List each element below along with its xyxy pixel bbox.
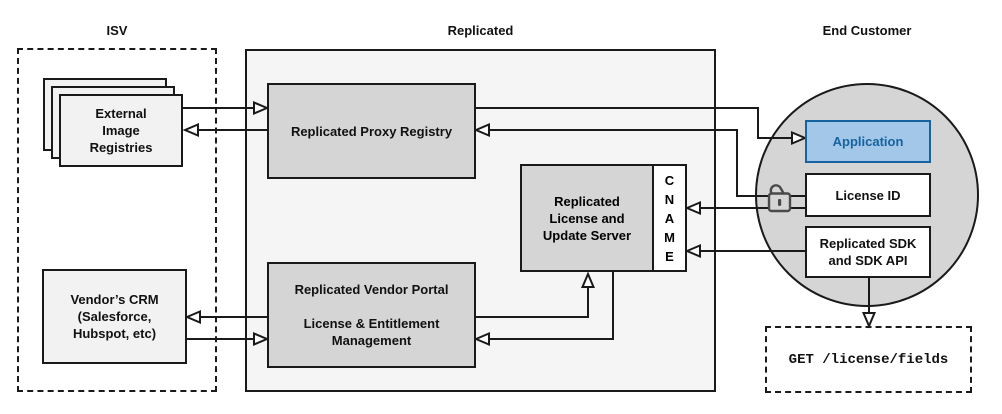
- get-license-fields-box: GET /license/fields: [765, 326, 972, 393]
- isv-zone-heading: ISV: [106, 23, 128, 38]
- license-id-box: License ID: [805, 173, 931, 217]
- cname-strip: C N A M E: [652, 166, 685, 270]
- external-image-registries-box: External Image Registries: [59, 94, 183, 167]
- edge-portal-to-crm: [184, 309, 267, 325]
- unlock-icon: [767, 184, 792, 213]
- edge-proxy-to-application: [476, 107, 808, 146]
- edge-sdk-to-cname: [684, 243, 805, 259]
- end-customer-zone-heading: End Customer: [822, 23, 912, 38]
- replicated-sdk-label: Replicated SDK and SDK API: [819, 236, 917, 268]
- edge-crm-to-portal: [187, 331, 270, 347]
- application-box: Application: [805, 120, 931, 163]
- edge-portal-to-updateserver: [476, 271, 596, 318]
- edge-updateserver-to-portal: [473, 272, 614, 347]
- vendors-crm-label: Vendor’s CRM (Salesforce, Hubspot, etc): [70, 292, 159, 341]
- cname-label: C N A M E: [664, 172, 675, 264]
- application-label: Application: [832, 134, 904, 149]
- unlock-keyhole: [778, 199, 782, 206]
- license-update-server-box: Replicated License and Update Server C N…: [520, 164, 687, 272]
- replicated-sdk-box: Replicated SDK and SDK API: [805, 226, 931, 278]
- edge-registries-to-proxy: [183, 100, 270, 116]
- vendor-portal-box: Replicated Vendor Portal License & Entit…: [267, 262, 476, 368]
- license-update-server-label: Replicated License and Update Server: [542, 193, 632, 243]
- external-image-registries-label: External Image Registries: [89, 106, 153, 155]
- proxy-registry-label: Replicated Proxy Registry: [290, 123, 453, 139]
- get-license-fields-label: GET /license/fields: [788, 351, 949, 368]
- edge-sdk-to-get: [861, 278, 877, 329]
- proxy-registry-box: Replicated Proxy Registry: [267, 83, 476, 179]
- replicated-zone-heading: Replicated: [447, 23, 514, 38]
- vendor-portal-label: Replicated Vendor Portal License & Entit…: [294, 282, 449, 348]
- edge-proxy-to-registries: [182, 122, 267, 138]
- vendors-crm-box: Vendor’s CRM (Salesforce, Hubspot, etc): [42, 269, 187, 364]
- license-update-server-body: Replicated License and Update Server: [522, 166, 652, 270]
- license-id-label: License ID: [835, 187, 901, 203]
